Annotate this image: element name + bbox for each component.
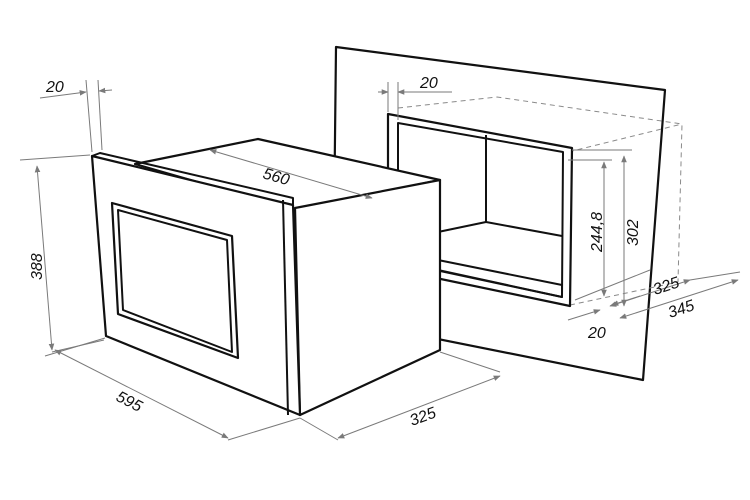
niche-frame-20-top-label: 20 — [419, 75, 438, 92]
width-595-label: 595 — [113, 388, 145, 415]
base-depth-325-label: 325 — [408, 405, 439, 430]
niche-depth-345-label: 345 — [666, 297, 697, 321]
top-depth-560-label: 560 — [261, 166, 291, 190]
niche-depth-325-label: 325 — [651, 274, 682, 298]
front-depth-20-label: 20 — [45, 79, 64, 96]
niche-inner-height-label: 244,8 — [589, 212, 606, 253]
niche-height-label: 302 — [625, 219, 642, 246]
height-388-label: 388 — [29, 253, 46, 280]
niche-frame-20-bottom-label: 20 — [587, 325, 606, 342]
